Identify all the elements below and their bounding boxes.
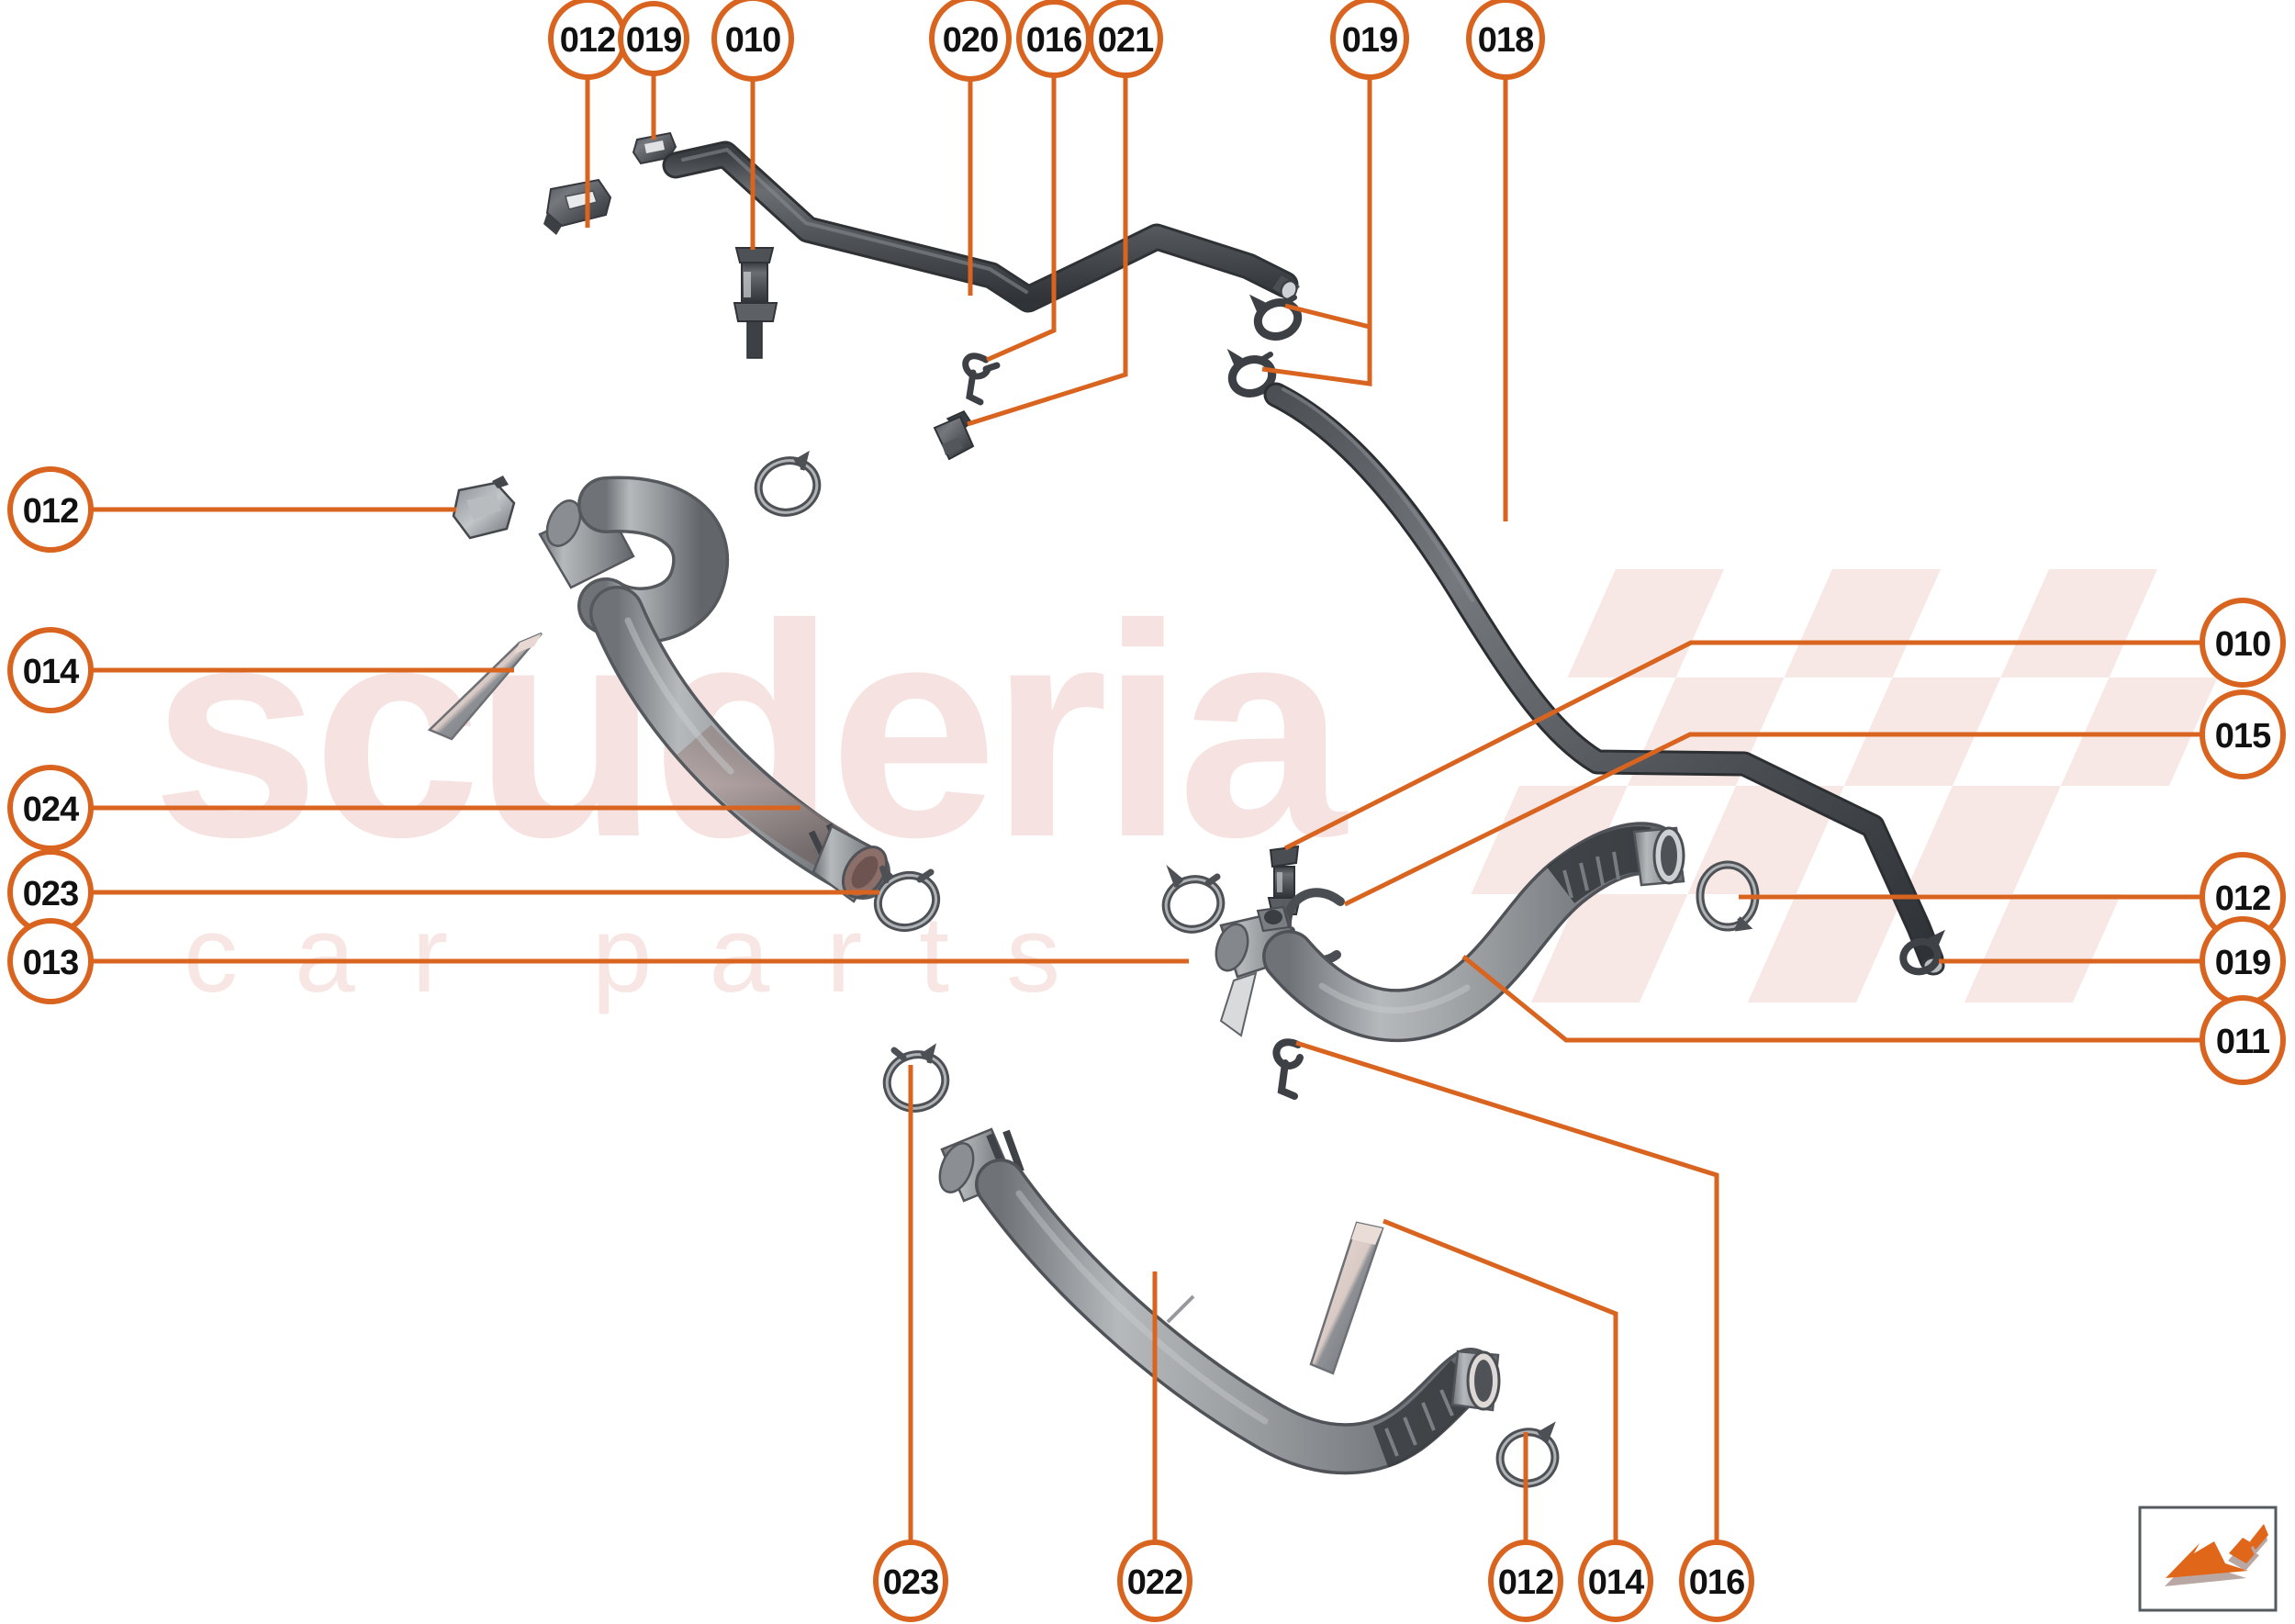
callout-c-left-014[interactable]: 014 [7,627,94,713]
part-upper-coolant-hose-024 [538,476,890,903]
callout-c-top-010[interactable]: 010 [711,0,794,82]
leader-c-top-019b2 [1261,327,1372,386]
callout-c-top-020[interactable]: 020 [929,0,1012,82]
callout-c-top-018[interactable]: 018 [1466,0,1545,80]
leader-lines [91,73,2202,1542]
callout-label: 023 [23,875,78,913]
callout-c-right-011[interactable]: 011 [2200,995,2286,1085]
callout-c-top-016[interactable]: 016 [1016,0,1092,78]
leader-c-right-015 [1343,732,2202,907]
part-hose-clamp-019-right [1899,929,1945,976]
callout-label: 024 [23,790,79,829]
callout-c-left-013[interactable]: 013 [7,918,94,1004]
callout-c-top-012[interactable]: 012 [548,0,627,80]
brand-logo[interactable] [2138,1506,2278,1612]
callout-label: 014 [23,653,79,691]
leader-c-bot-014 [1383,1218,1618,1542]
callout-label: 014 [1588,1563,1644,1602]
callout-label: 018 [1478,21,1533,60]
part-temperature-sensor-010-top [733,247,778,359]
leader-c-bot-016 [1295,1040,1719,1542]
leader-c-right-010 [1283,640,2202,851]
callout-label: 011 [2216,1023,2270,1061]
part-clip-bracket-012-left [452,476,516,540]
logo-arrow-icon [2165,1524,2268,1586]
callout-c-bot-014[interactable]: 014 [1578,1540,1653,1622]
watermark-sub-text: car parts [184,894,1117,1015]
callout-c-bot-016[interactable]: 016 [1679,1540,1754,1622]
callout-c-right-015[interactable]: 015 [2200,689,2286,779]
part-spring-clip-016-bottom [1272,1038,1304,1100]
part-turbo-hose-011 [1215,822,1685,1043]
callout-label: 012 [560,21,615,60]
part-hose-clamp-023-left [873,865,941,932]
part-long-coolant-line-018 [1263,382,1945,976]
leader-c-right-011 [1461,955,2202,1043]
watermark-group: scuderia car parts [151,561,2218,1015]
part-retaining-clip-019-top [632,131,677,165]
callout-label: 019 [1342,21,1397,60]
callout-c-right-019[interactable]: 019 [2200,916,2286,1006]
callout-label: 012 [2215,879,2270,918]
callout-c-top-019b[interactable]: 019 [1330,0,1409,80]
callout-c-top-021[interactable]: 021 [1088,0,1163,78]
callout-label: 012 [1498,1563,1553,1602]
part-spring-clip-016-top [962,353,1001,406]
part-hose-clamp-023-bottom [882,1043,950,1113]
callout-c-left-012[interactable]: 012 [7,466,94,553]
part-rubber-spacer-014-bottom [1309,1221,1384,1375]
callout-c-top-019a[interactable]: 019 [618,1,689,76]
part-hose-clamp-upper-024 [754,450,822,517]
callout-c-left-024[interactable]: 024 [7,765,94,851]
callout-label: 012 [23,492,78,531]
part-lower-coolant-hose-022 [938,1127,1501,1475]
part-hose-clamp-013 [1161,865,1226,934]
callout-c-bot-012[interactable]: 012 [1488,1540,1563,1622]
leader-c-top-019b [1284,77,1372,330]
callout-label: 010 [2215,625,2270,664]
callout-c-bot-023[interactable]: 023 [873,1540,948,1622]
callout-label: 019 [2215,944,2270,982]
part-hose-clamp-019-top-upper [1249,294,1303,341]
callout-label: 020 [943,21,998,60]
part-coolant-pipe-020 [662,140,1300,313]
callout-c-right-010[interactable]: 010 [2200,598,2286,688]
part-bleed-valve-021 [933,410,975,461]
watermark-main-text: scuderia [151,561,1348,900]
callout-label: 010 [725,21,780,60]
callout-markers[interactable]: 012 019 010 020 016 021 [7,0,2286,1622]
callout-label: 019 [626,21,681,60]
part-hose-clamp-012-bottom [1495,1421,1560,1488]
leader-c-top-021 [967,75,1128,427]
callout-label: 013 [23,944,78,982]
part-rubber-spacer-014-left [427,632,543,741]
callout-label: 016 [1026,21,1081,60]
leader-c-top-016 [985,75,1057,363]
callout-c-bot-022[interactable]: 022 [1117,1540,1192,1622]
callout-label: 016 [1689,1563,1744,1602]
callout-label: 015 [2215,717,2271,756]
callout-label: 021 [1098,21,1154,60]
callout-label: 022 [1127,1563,1182,1602]
part-clip-bracket-012-top [543,178,612,235]
callout-label: 023 [883,1563,938,1602]
